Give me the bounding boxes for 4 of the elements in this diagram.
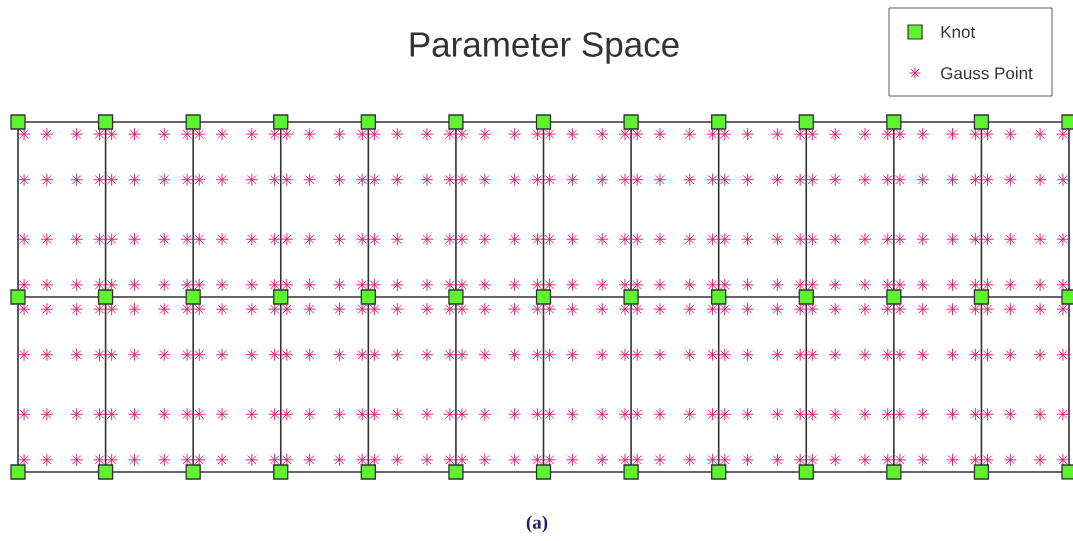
title: Parameter Space	[410, 32, 679, 64]
caption: (a)	[526, 515, 548, 533]
legend-label: Knot	[941, 26, 976, 38]
legend-label: Gauss Point	[941, 66, 1033, 80]
